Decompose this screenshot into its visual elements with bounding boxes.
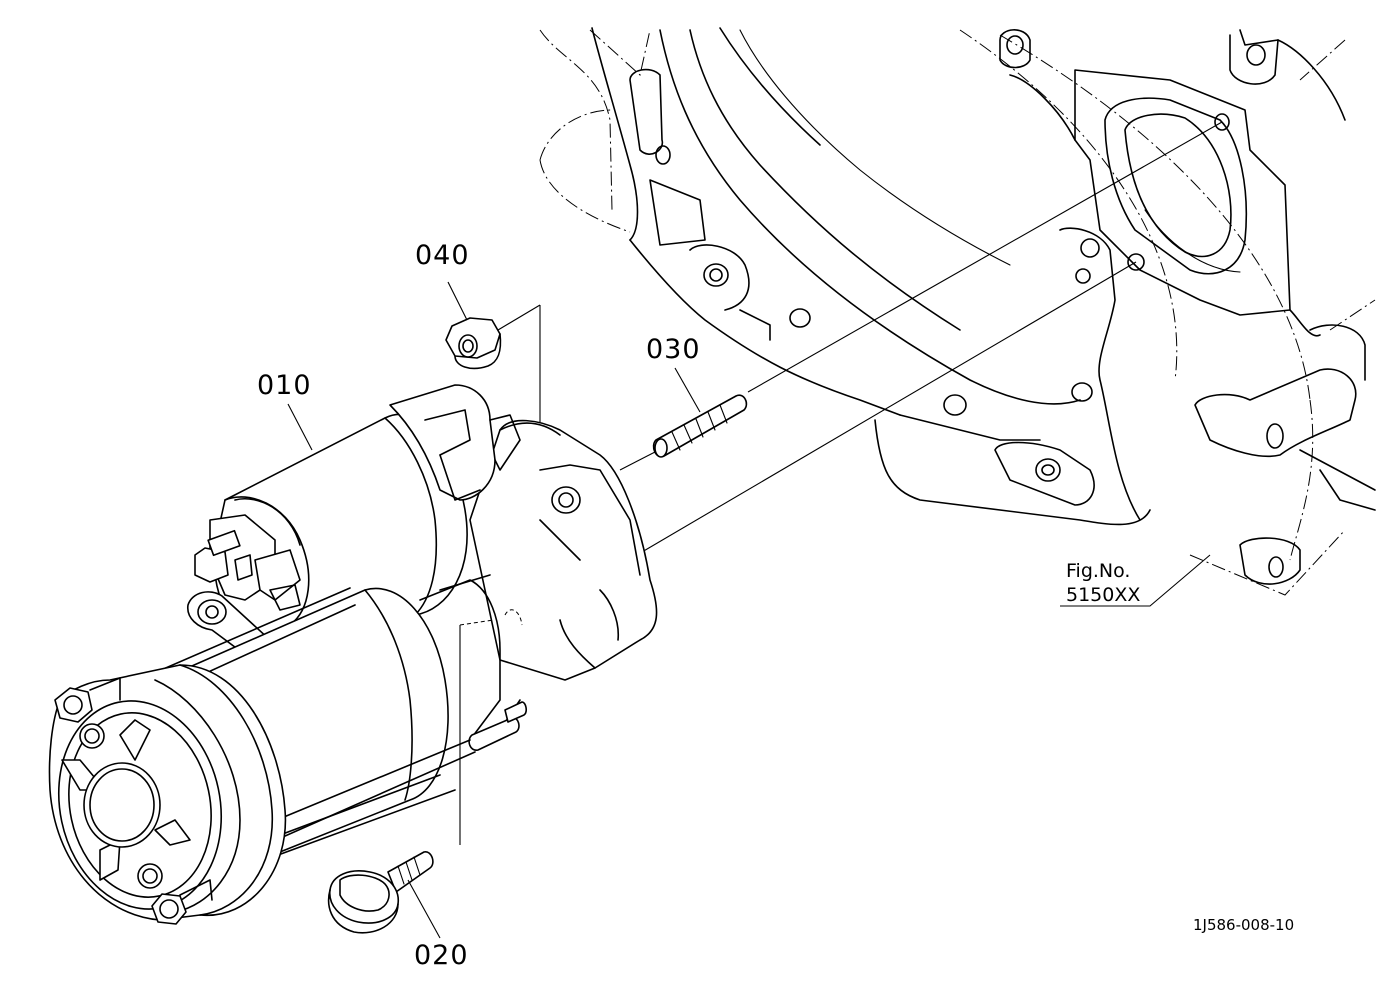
callout-010: 010	[257, 370, 312, 401]
alignment-lines	[459, 121, 1223, 845]
figure-reference-label: Fig.No.	[1066, 560, 1131, 582]
flange-bolt-020	[327, 851, 434, 934]
callout-030: 030	[646, 334, 701, 365]
callout-020: 020	[414, 940, 469, 971]
starter-motor-010	[48, 384, 658, 925]
stud-030	[652, 394, 748, 458]
callout-leaders	[287, 281, 1211, 939]
figure-reference-number: 5150XX	[1066, 584, 1141, 606]
callout-040: 040	[415, 240, 470, 271]
flywheel-housing	[539, 27, 1376, 596]
drawing-code: 1J586-008-10	[1193, 916, 1295, 934]
flange-nut-040	[445, 317, 502, 370]
